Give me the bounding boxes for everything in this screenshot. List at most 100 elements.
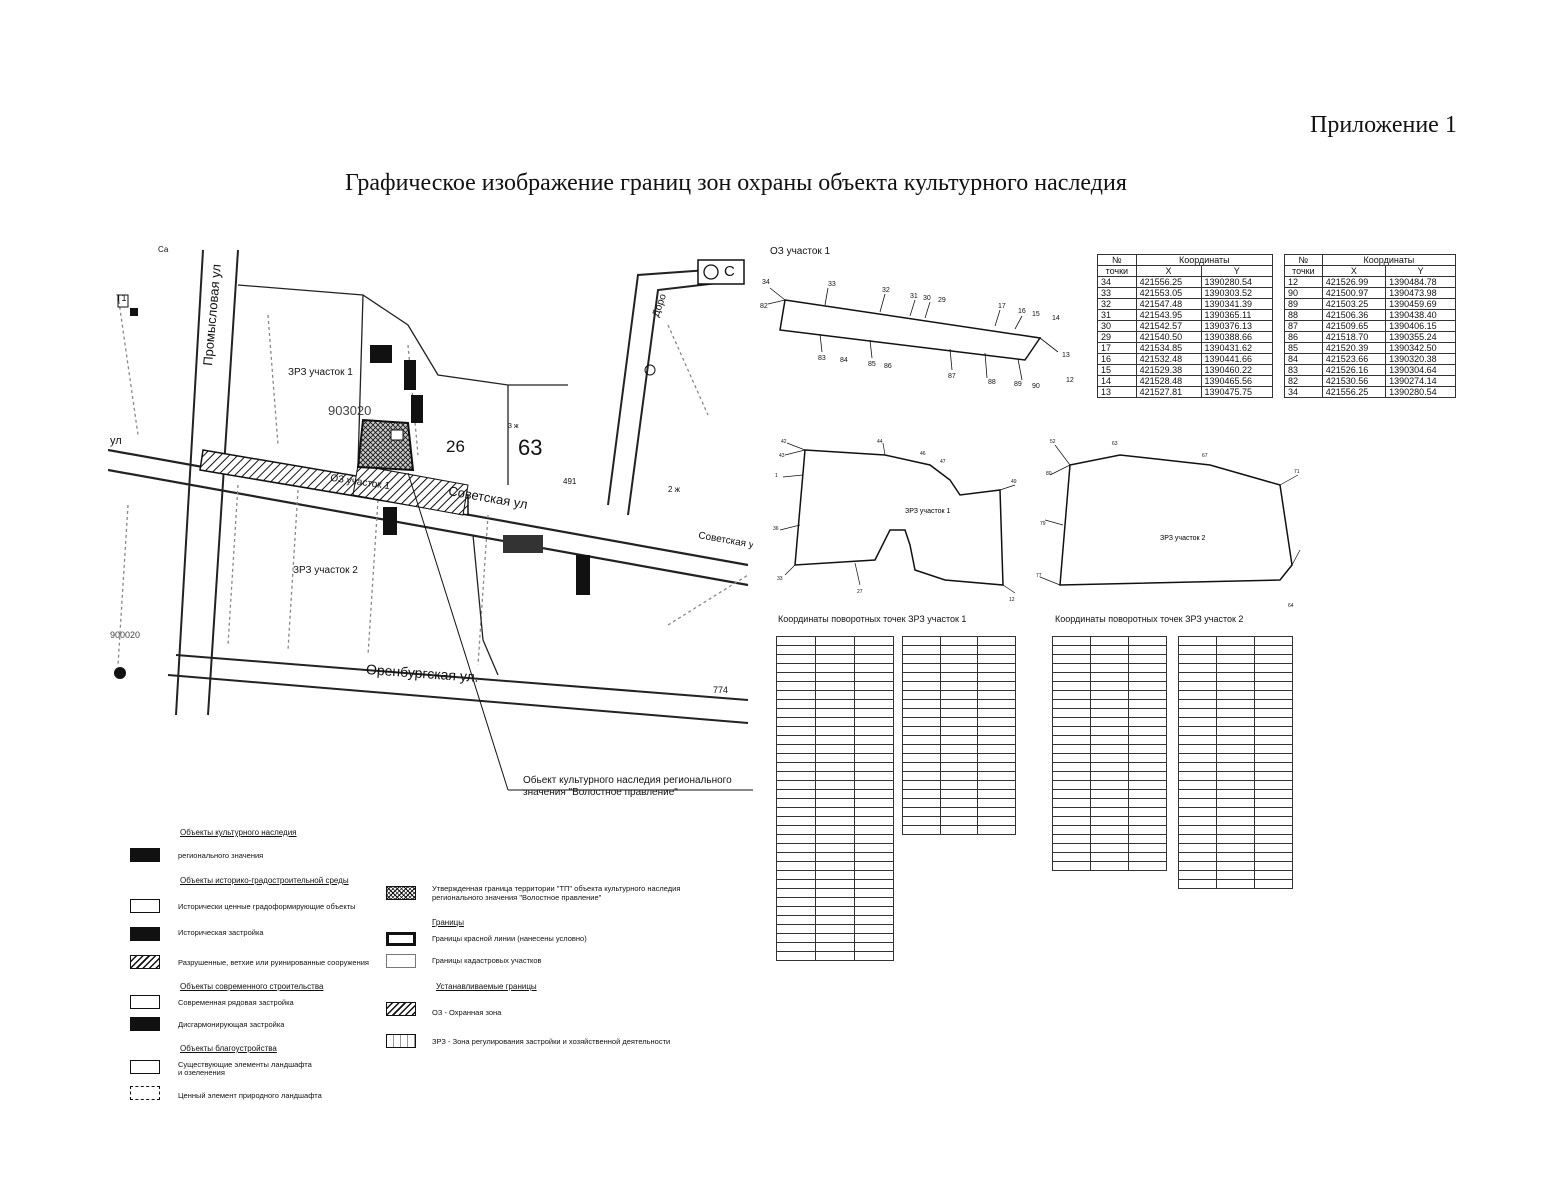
legend-existing-landscape-2: и озеленения <box>178 1068 225 1077</box>
blurred-cell <box>1052 672 1091 682</box>
coord-x: 421509.65 <box>1321 320 1387 332</box>
table-row <box>1052 663 1167 673</box>
map-ts-label: С <box>724 263 735 280</box>
zrz2-scheme-label: ЗРЗ участок 2 <box>1160 535 1205 542</box>
table-row <box>1052 690 1167 700</box>
point-number: 29 <box>1097 331 1137 343</box>
blurred-cell <box>854 654 894 664</box>
blurred-cell <box>776 636 816 646</box>
table-row <box>902 735 1016 745</box>
blurred-cell <box>1216 744 1255 754</box>
blurred-cell <box>939 744 979 754</box>
coord-y: 1390304.64 <box>1385 364 1456 376</box>
point-number: 31 <box>1097 309 1137 321</box>
blurred-cell <box>1128 852 1167 862</box>
blurred-cell <box>776 690 816 700</box>
table-row <box>776 717 894 727</box>
table-row <box>902 726 1016 736</box>
blurred-cell <box>1178 672 1217 682</box>
svg-text:86: 86 <box>884 363 892 370</box>
blurred-cell <box>1090 771 1129 781</box>
h-coords: Координаты <box>1135 254 1274 266</box>
point-number: 32 <box>1097 298 1137 310</box>
blurred-cell <box>939 753 979 763</box>
blurred-cell <box>902 636 941 646</box>
table-row <box>1178 681 1293 691</box>
blurred-cell <box>1128 834 1167 844</box>
blurred-cell <box>1128 663 1167 673</box>
point-number: 85 <box>1284 342 1323 354</box>
blurred-cell <box>1254 861 1293 871</box>
blurred-cell <box>1090 852 1129 862</box>
blurred-cell <box>815 645 855 655</box>
legend-h-modern: Объекты современного строительства <box>180 982 324 991</box>
legend-swatch-cadastral <box>386 954 416 968</box>
svg-text:63: 63 <box>1112 441 1118 447</box>
table-row <box>1178 753 1293 763</box>
blurred-cell <box>1052 852 1091 862</box>
table-row <box>1178 807 1293 817</box>
table-row <box>902 780 1016 790</box>
blurred-cell <box>1178 645 1217 655</box>
table-row <box>902 699 1016 709</box>
blurred-cell <box>1090 663 1129 673</box>
blurred-cell <box>854 807 894 817</box>
svg-text:36: 36 <box>773 526 779 532</box>
blurred-cell <box>977 744 1016 754</box>
blurred-cell <box>1216 852 1255 862</box>
blurred-cell <box>1052 654 1091 664</box>
table-row <box>776 744 894 754</box>
blurred-cell <box>1052 708 1091 718</box>
blurred-cell <box>854 843 894 853</box>
svg-text:80: 80 <box>1046 471 1052 477</box>
table-row <box>776 807 894 817</box>
table-row <box>1052 699 1167 709</box>
blurred-cell <box>1216 861 1255 871</box>
blurred-cell <box>1090 654 1129 664</box>
zrz2-table-b-body <box>1178 636 1293 889</box>
legend-swatch-oz <box>386 1002 416 1016</box>
svg-text:44: 44 <box>877 439 883 445</box>
h-points: точки <box>1284 265 1323 277</box>
blurred-cell <box>854 636 894 646</box>
table-row <box>1052 636 1167 646</box>
blurred-cell <box>902 708 941 718</box>
blurred-cell <box>1216 645 1255 655</box>
blurred-cell <box>977 780 1016 790</box>
zrz2-table-b <box>1178 636 1293 889</box>
blurred-cell <box>977 816 1016 826</box>
blurred-cell <box>1090 816 1129 826</box>
blurred-cell <box>902 735 941 745</box>
blurred-cell <box>1216 654 1255 664</box>
blurred-cell <box>1052 726 1091 736</box>
table-row <box>1178 834 1293 844</box>
blurred-cell <box>977 672 1016 682</box>
svg-text:12: 12 <box>1066 377 1074 384</box>
svg-text:33: 33 <box>828 281 836 288</box>
blurred-cell <box>854 717 894 727</box>
blurred-cell <box>1090 681 1129 691</box>
table-row <box>776 942 894 952</box>
blurred-cell <box>854 924 894 934</box>
blurred-cell <box>977 735 1016 745</box>
blurred-cell <box>1128 735 1167 745</box>
coord-y: 1390341.39 <box>1200 298 1273 310</box>
coord-y: 1390473.98 <box>1385 287 1456 299</box>
table-row <box>1052 789 1167 799</box>
table-row <box>776 654 894 664</box>
map-zrz1-label: ЗРЗ участок 1 <box>288 367 353 378</box>
coord-y: 1390303.52 <box>1200 287 1273 299</box>
blurred-cell <box>854 780 894 790</box>
blurred-cell <box>776 780 816 790</box>
table-row <box>776 816 894 826</box>
table-row <box>1052 681 1167 691</box>
blurred-cell <box>977 645 1016 655</box>
blurred-cell <box>1052 825 1091 835</box>
blurred-cell <box>1178 681 1217 691</box>
svg-text:32: 32 <box>882 287 890 294</box>
